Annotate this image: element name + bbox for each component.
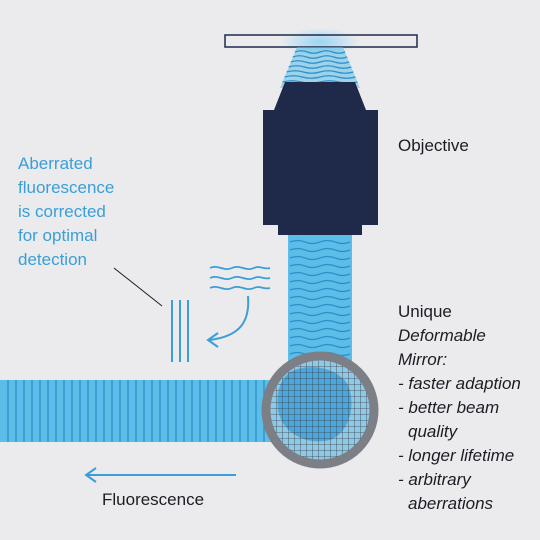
wave-line <box>289 303 351 309</box>
feature-item: - faster adaption <box>398 374 521 393</box>
feature-item: quality <box>408 422 458 441</box>
wave-line <box>284 75 356 79</box>
feature-item: - arbitrary <box>398 470 471 489</box>
wave-line <box>289 255 351 261</box>
wave-line <box>289 247 351 253</box>
objective-label: Objective <box>398 136 469 155</box>
wave-line <box>288 65 352 69</box>
wave-line <box>289 239 351 245</box>
fluorescence-label: Fluorescence <box>102 490 205 509</box>
wave-line <box>294 50 346 54</box>
wave-line <box>289 327 351 333</box>
annotation-line: is corrected <box>18 202 106 221</box>
wave-line <box>289 263 351 269</box>
annotation-line: fluorescence <box>18 178 115 197</box>
wave-line <box>289 271 351 277</box>
curved-arrow-icon <box>206 295 250 348</box>
wave-line <box>289 279 351 285</box>
mirror-title-line: Mirror: <box>398 350 448 369</box>
wave-line <box>289 295 351 301</box>
wave-line <box>290 60 350 64</box>
aberrated-wavefront <box>209 265 271 291</box>
mirror-heading: Unique <box>398 302 452 321</box>
feature-item: - longer lifetime <box>398 446 515 465</box>
vertical-beam-waves <box>289 239 351 357</box>
annotation-line: for optimal <box>18 226 98 245</box>
annotation-line: detection <box>18 250 87 269</box>
wave-line <box>289 311 351 317</box>
corrected-wavefront <box>171 300 189 362</box>
deformable-mirror <box>261 351 379 469</box>
wave-line <box>289 287 351 293</box>
wave-line <box>286 70 354 74</box>
annotation-line: Aberrated <box>18 154 93 173</box>
arrow-left-icon <box>84 467 236 483</box>
wave-line <box>289 343 351 349</box>
horizontal-beam <box>0 380 282 442</box>
objective-lens <box>263 82 378 235</box>
wave-line <box>289 319 351 325</box>
wave-line <box>292 55 348 59</box>
wave-line <box>289 335 351 341</box>
feature-item: - better beam <box>398 398 500 417</box>
feature-item: aberrations <box>408 494 494 513</box>
annotation-leader <box>113 267 163 307</box>
mirror-title-line: Deformable <box>398 326 486 345</box>
